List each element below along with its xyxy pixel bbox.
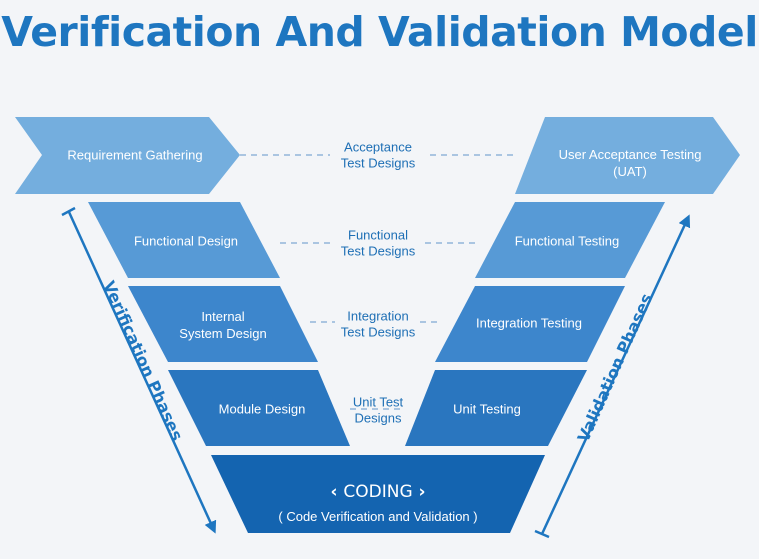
label-requirement-gathering: Requirement Gathering xyxy=(67,148,202,163)
stage-internal-system-design xyxy=(128,286,318,362)
label-user-acceptance-testing: User Acceptance Testing(UAT) xyxy=(559,147,702,179)
chevron-left-icon: ‹ xyxy=(330,482,343,502)
label-unit-testing: Unit Testing xyxy=(453,402,521,417)
dashed-connectors xyxy=(240,154,515,410)
stage-user-acceptance-testing xyxy=(515,117,740,194)
stage-module-design xyxy=(168,370,350,446)
coding-title: ‹ CODING › xyxy=(330,482,425,502)
stage-integration-testing xyxy=(435,286,625,362)
verification-arrow xyxy=(61,206,217,534)
stage-functional-design xyxy=(88,202,280,278)
validation-arrow xyxy=(534,214,691,539)
label-integration-testing: Integration Testing xyxy=(476,316,582,331)
stage-functional-testing xyxy=(475,202,665,278)
coding-subtitle: ( Code Verification and Validation ) xyxy=(278,509,477,524)
stage-requirement-gathering xyxy=(15,117,240,194)
label-functional-testing: Functional Testing xyxy=(515,234,620,249)
chevron-right-icon: › xyxy=(413,482,426,502)
page-title: Verification And Validation Model xyxy=(1,8,758,56)
label-module-design: Module Design xyxy=(219,402,306,417)
stage-coding xyxy=(211,455,545,533)
label-functional-design: Functional Design xyxy=(134,234,238,249)
stage-unit-testing xyxy=(405,370,587,446)
